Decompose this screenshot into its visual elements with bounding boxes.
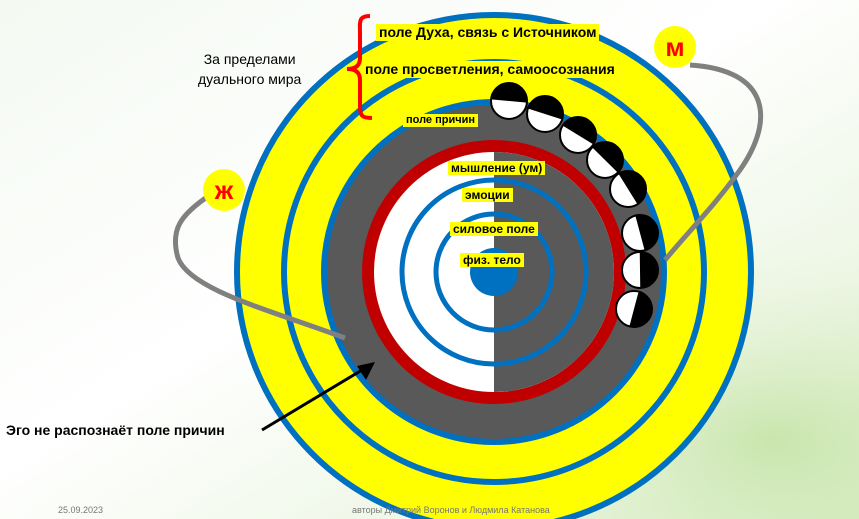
thinking-label: мышление (ум): [448, 161, 546, 176]
bead: [490, 82, 528, 120]
bead: [615, 290, 653, 328]
body-label: физ. тело: [460, 253, 524, 268]
bead: [559, 116, 597, 154]
ego-arrow: [261, 368, 363, 432]
causes-field-label: поле причин: [403, 114, 479, 128]
ego-label: Эго не распознаёт поле причин: [6, 422, 225, 438]
spirit-field-label: поле Духа, связь с Источником: [376, 24, 600, 41]
male-cord: [663, 62, 764, 262]
male-marker-circle: [654, 26, 696, 68]
ego-arrowhead: [357, 362, 375, 380]
bead: [526, 95, 564, 133]
emotions-ring: [399, 177, 589, 367]
bead: [621, 251, 659, 289]
female-cord: [172, 192, 346, 341]
power-field-label: силовое поле: [450, 222, 538, 237]
beyond-dual-world-label: За пределами дуального мира: [198, 51, 302, 87]
bead: [586, 141, 624, 179]
footer-authors: авторы Дмитрий Воронов и Людмила Катанов…: [352, 505, 550, 515]
footer-date: 25.09.2023: [58, 505, 104, 515]
enlightenment-field-label: поле просветления, самоосознания: [362, 61, 618, 78]
bead-chain: [490, 82, 659, 328]
male-marker: м: [665, 32, 684, 62]
emotions-label: эмоции: [462, 188, 513, 203]
female-marker-circle: [203, 169, 245, 211]
bead: [609, 170, 647, 208]
bead: [621, 214, 659, 252]
power-field-ring: [433, 211, 555, 333]
female-marker: ж: [214, 175, 234, 205]
brace: [346, 14, 373, 120]
